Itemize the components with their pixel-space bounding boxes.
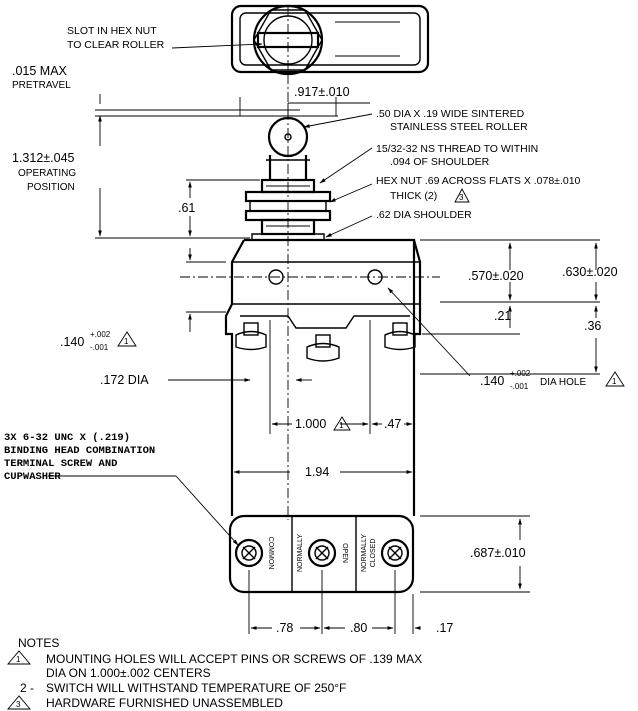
normally-closed-label-1: NORMALLY	[361, 534, 368, 572]
note-1: 1 MOUNTING HOLES WILL ACCEPT PINS OR SCR…	[7, 650, 422, 680]
dim-36: .36	[584, 319, 601, 333]
note-3-line1: HARDWARE FURNISHED UNASSEMBLED	[46, 696, 283, 710]
common-label: COMMON	[267, 537, 274, 570]
normally-open-label-1: NORMALLY	[297, 534, 304, 572]
top-view-hex-nut	[230, 4, 430, 76]
dim-47: .47	[384, 417, 401, 431]
dim-570: .570±.020	[468, 269, 524, 283]
switch-body	[224, 238, 422, 516]
note-1-marker-icon	[7, 650, 31, 665]
terminal-note-line1: 3X 6-32 UNC X (.219)	[4, 432, 130, 444]
note-3-marker-icon	[7, 695, 31, 710]
roller-note-line2: STAINLESS STEEL ROLLER	[390, 121, 528, 133]
dim-80: .80	[350, 621, 367, 635]
dia-172: .172 DIA	[100, 373, 149, 387]
notes-block: NOTES 1 MOUNTING HOLES WILL ACCEPT PINS …	[7, 636, 422, 710]
pretravel-label: PRETRAVEL	[12, 80, 71, 91]
note-1-triangle-icon-2: 1	[605, 371, 625, 387]
hole-right-value: .140	[480, 374, 504, 388]
shoulder-note: .62 DIA SHOULDER	[376, 209, 472, 221]
note-3-triangle-icon: 3	[454, 188, 470, 203]
roller-width-dim: .917±.010	[294, 85, 350, 99]
note-3-ref: 3	[459, 193, 464, 202]
note-1-line2: DIA ON 1.000±.002 CENTERS	[46, 666, 211, 680]
dim-1000: 1.000	[295, 417, 326, 431]
hex-nut-note-line2: THICK (2)	[390, 190, 437, 202]
note-1-triangle-icon: 1	[117, 331, 137, 347]
dimension-lines	[48, 42, 600, 634]
dim-61: .61	[178, 201, 195, 215]
dim-78: .78	[276, 621, 293, 635]
dim-17: .17	[436, 621, 453, 635]
terminal-note-line3: TERMINAL SCREW AND	[4, 458, 117, 470]
hole-right-tol-plus: +.002	[510, 369, 531, 378]
position-label: POSITION	[27, 182, 75, 193]
hole-left-value: .140	[60, 335, 84, 349]
closed-label: CLOSED	[370, 539, 377, 568]
dim-687: .687±.010	[470, 546, 526, 560]
thread-note-line2: .094 OF SHOULDER	[390, 156, 490, 168]
hole-right-tol-minus: -.001	[510, 382, 529, 391]
operating-dim: 1.312±.045	[12, 151, 75, 165]
hex-nut-note-line1: HEX NUT .69 ACROSS FLATS X .078±.010	[376, 175, 581, 187]
slot-label-line1: SLOT IN HEX NUT	[67, 25, 157, 37]
slot-label-line2: TO CLEAR ROLLER	[67, 39, 165, 51]
hole-right-note-ref: 1	[612, 377, 617, 386]
dim-1000-note-ref: 1	[339, 421, 344, 430]
roller	[240, 115, 338, 158]
note-2-marker: 2 -	[20, 681, 34, 695]
note-1-line1: MOUNTING HOLES WILL ACCEPT PINS OR SCREW…	[46, 652, 422, 666]
dim-194: 1.94	[305, 465, 329, 479]
dim-21: .21	[494, 309, 511, 323]
note-1-marker: 1	[16, 655, 21, 664]
dim-630: .630±.020	[562, 265, 618, 279]
roller-note-line1: .50 DIA X .19 WIDE SINTERED	[376, 108, 525, 120]
note-2: 2 - SWITCH WILL WITHSTAND TEMPERATURE OF…	[20, 681, 346, 695]
hole-left-note-ref: 1	[124, 337, 129, 346]
note-3-marker: 3	[16, 700, 21, 709]
note-3: 3 HARDWARE FURNISHED UNASSEMBLED	[7, 695, 283, 710]
open-label: OPEN	[341, 543, 348, 563]
hole-left-tol-plus: +.002	[90, 330, 111, 339]
terminal-note-line2: BINDING HEAD COMBINATION	[4, 445, 155, 457]
notes-title: NOTES	[18, 636, 59, 650]
note-2-line1: SWITCH WILL WITHSTAND TEMPERATURE OF 250…	[46, 681, 346, 695]
operating-label: OPERATING	[18, 168, 76, 179]
thread-note-line1: 15/32-32 NS THREAD TO WITHIN	[376, 143, 538, 155]
terminal-note-line4: CUPWASHER	[4, 471, 61, 483]
hole-right-suffix: DIA HOLE	[540, 377, 586, 388]
terminal-view: COMMON NORMALLY OPEN NORMALLY CLOSED	[228, 514, 415, 594]
pretravel-value: .015 MAX	[12, 64, 68, 78]
hole-left-tol-minus: -.001	[90, 343, 109, 352]
note-1-triangle-icon-3: 1	[333, 416, 351, 431]
